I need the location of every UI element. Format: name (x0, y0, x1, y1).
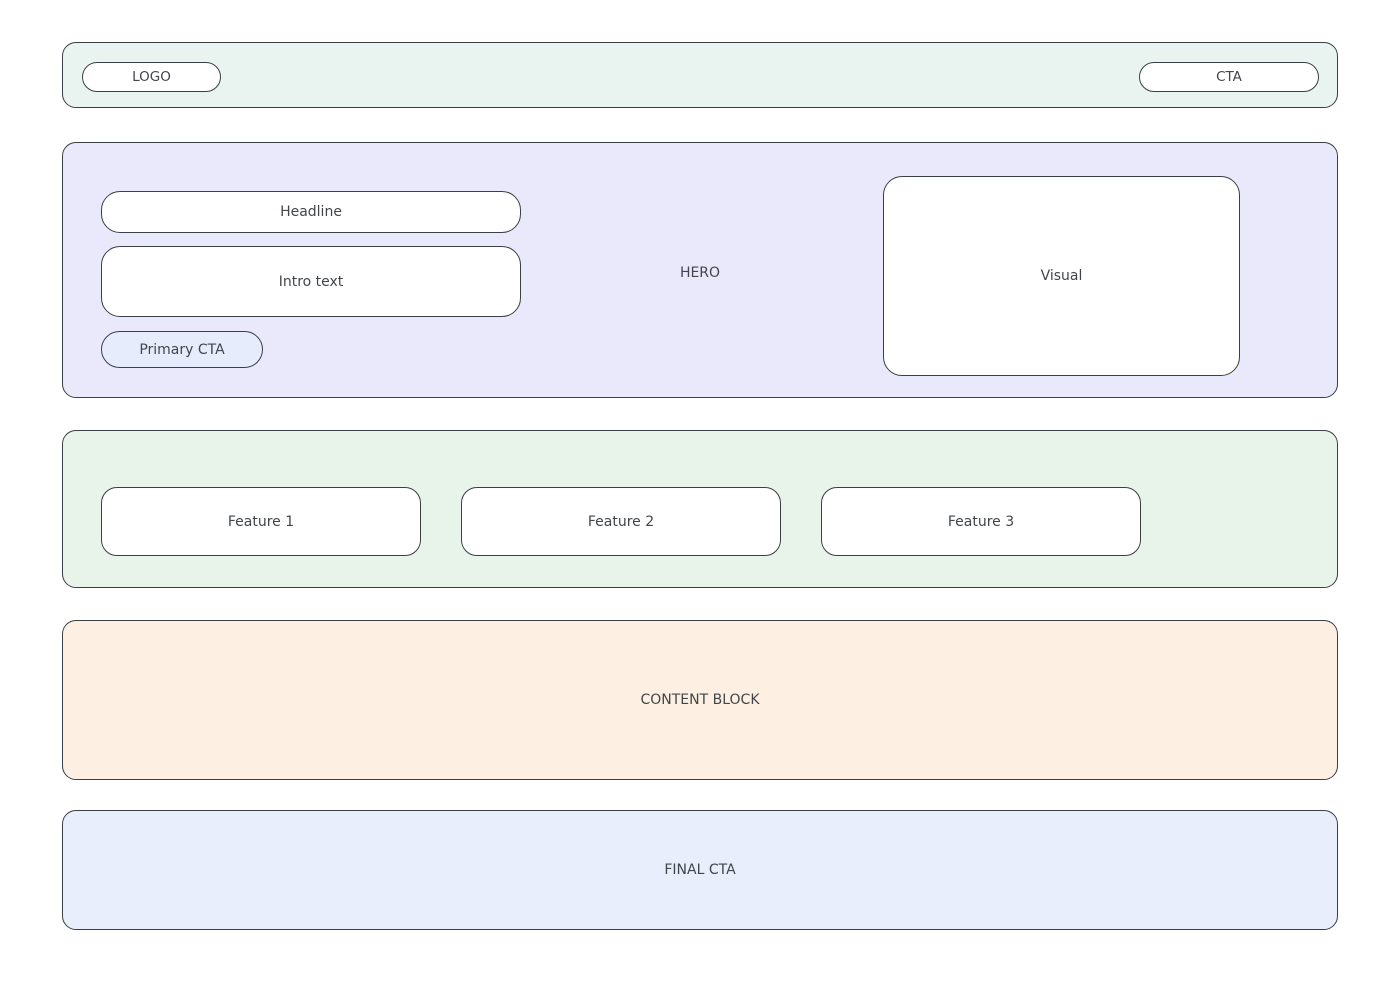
primary-cta-button[interactable]: Primary CTA (101, 331, 263, 368)
feature-card-1: Feature 1 (101, 487, 421, 556)
headline-placeholder: Headline (101, 191, 521, 233)
primary-cta-label: Primary CTA (139, 341, 225, 358)
header-cta-label: CTA (1216, 69, 1242, 85)
logo-button[interactable]: LOGO (82, 62, 221, 92)
header-cta-button[interactable]: CTA (1139, 62, 1319, 92)
hero-visual-label: Visual (1040, 268, 1083, 284)
intro-text-placeholder: Intro text (101, 246, 521, 317)
final-cta-label: FINAL CTA (664, 862, 736, 878)
logo-label: LOGO (132, 69, 171, 85)
hero-section-label: HERO (679, 265, 721, 281)
feature-2-label: Feature 2 (587, 513, 655, 530)
intro-text-label: Intro text (278, 273, 344, 290)
content-block-label: CONTENT BLOCK (640, 692, 760, 708)
header-bar: LOGO CTA (62, 42, 1338, 108)
content-block-section: CONTENT BLOCK (62, 620, 1338, 780)
feature-card-3: Feature 3 (821, 487, 1141, 556)
feature-3-label: Feature 3 (947, 513, 1015, 530)
feature-1-label: Feature 1 (227, 513, 295, 530)
final-cta-section: FINAL CTA (62, 810, 1338, 930)
hero-section: Headline Intro text Primary CTA HERO Vis… (62, 142, 1338, 398)
hero-visual-placeholder: Visual (883, 176, 1240, 376)
headline-label: Headline (280, 204, 342, 220)
feature-card-2: Feature 2 (461, 487, 781, 556)
features-section: Feature 1 Feature 2 Feature 3 (62, 430, 1338, 588)
